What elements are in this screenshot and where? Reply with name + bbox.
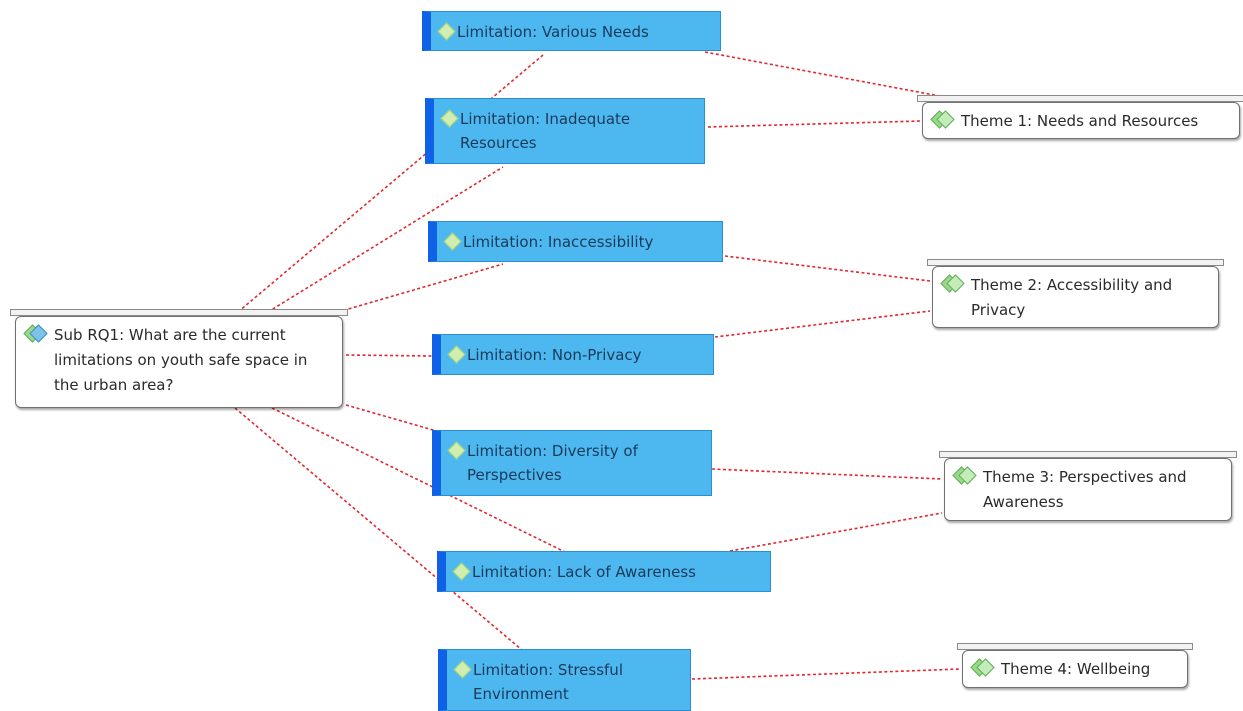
theme-1-node[interactable]: Theme 1: Needs and Resources (917, 95, 1243, 139)
node-title-bar (939, 451, 1237, 458)
link-lack-of-awareness-theme-3 (729, 512, 943, 552)
link-diversity-of-perspectives-theme-3 (711, 468, 943, 480)
link-inadequate-resources-theme-1 (707, 120, 921, 128)
root-question-node[interactable]: Sub RQ1: What are the current limitation… (10, 309, 348, 408)
limitation-label: Limitation: Diversity of Perspectives (467, 442, 638, 484)
link-stressful-environment-theme-4 (691, 668, 961, 680)
node-title-bar (917, 95, 1243, 102)
link-non-privacy-theme-2 (714, 310, 931, 338)
node-title-bar (957, 643, 1193, 650)
theme-label: Theme 4: Wellbeing (1001, 660, 1151, 678)
link-various-needs-theme-1 (704, 51, 946, 98)
limitation-label: Limitation: Lack of Awareness (472, 563, 696, 581)
code-diamond-icon (933, 112, 951, 126)
theme-label: Theme 3: Perspectives and Awareness (983, 468, 1187, 511)
limitation-label: Limitation: Inadequate Resources (460, 110, 631, 152)
limitation-inadequate-resources[interactable]: Limitation: Inadequate Resources (425, 98, 705, 164)
code-diamond-icon (973, 660, 991, 674)
root-question-label: Sub RQ1: What are the current limitation… (54, 326, 308, 394)
link-root-various-needs (237, 54, 544, 313)
limitation-diversity-of-perspectives[interactable]: Limitation: Diversity of Perspectives (432, 430, 712, 496)
theme-label: Theme 2: Accessibility and Privacy (971, 276, 1173, 319)
link-root-inadequate-resources (267, 166, 504, 313)
limitation-label: Limitation: Various Needs (457, 23, 649, 41)
theme-2-node[interactable]: Theme 2: Accessibility and Privacy (927, 259, 1224, 328)
link-root-non-privacy (345, 354, 433, 357)
limitation-non-privacy[interactable]: Limitation: Non-Privacy (432, 334, 714, 375)
limitation-stressful-environment[interactable]: Limitation: Stressful Environment (438, 649, 691, 711)
diamond-icon (452, 562, 471, 581)
limitation-label: Limitation: Inaccessibility (463, 233, 654, 251)
diamond-icon (437, 22, 456, 41)
theme-label: Theme 1: Needs and Resources (961, 112, 1199, 130)
question-code-icon (26, 326, 44, 340)
link-root-diversity-of-perspectives (345, 404, 441, 433)
link-root-stressful-environment (234, 407, 523, 651)
diamond-icon (443, 232, 462, 251)
diamond-icon (440, 109, 459, 128)
limitation-lack-of-awareness[interactable]: Limitation: Lack of Awareness (437, 551, 771, 592)
node-title-bar (10, 309, 348, 316)
link-root-lack-of-awareness (271, 407, 566, 553)
limitation-inaccessibility[interactable]: Limitation: Inaccessibility (428, 221, 723, 262)
node-title-bar (927, 259, 1224, 266)
theme-3-node[interactable]: Theme 3: Perspectives and Awareness (939, 451, 1237, 521)
limitation-various-needs[interactable]: Limitation: Various Needs (422, 11, 721, 51)
code-diamond-icon (955, 468, 973, 482)
code-diamond-icon (943, 276, 961, 290)
link-inaccessibility-theme-2 (724, 255, 931, 282)
limitation-label: Limitation: Non-Privacy (467, 346, 642, 364)
link-root-inaccessibility (337, 263, 504, 313)
diamond-icon (447, 345, 466, 364)
diamond-icon (447, 441, 466, 460)
limitation-label: Limitation: Stressful Environment (473, 661, 623, 703)
diamond-icon (453, 660, 472, 679)
theme-4-node[interactable]: Theme 4: Wellbeing (957, 643, 1193, 688)
